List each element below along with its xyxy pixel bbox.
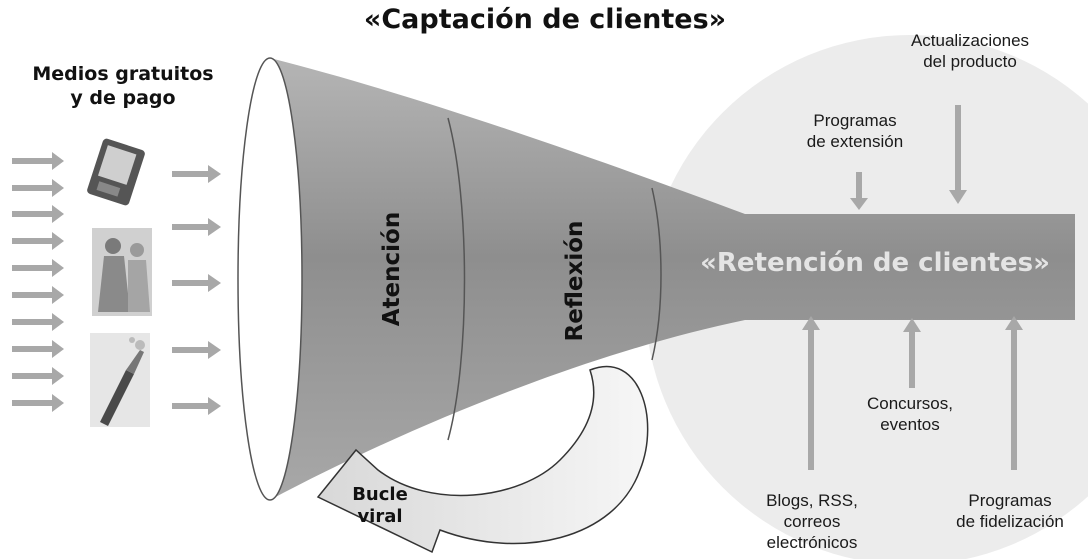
viral-loop-arrow xyxy=(316,365,649,554)
media-title-line2: y de pago xyxy=(70,87,176,109)
tablet-device-icon xyxy=(87,138,152,210)
loyalty-programs-line2: de fidelización xyxy=(956,512,1064,531)
diagram-title: «Captación de clientes» xyxy=(363,4,727,35)
funnel-body xyxy=(270,58,1075,500)
extension-programs-line1: Programas xyxy=(813,111,897,130)
viral-loop-line2: viral xyxy=(357,506,403,527)
product-updates-label: Actualizaciones del producto xyxy=(880,30,1060,72)
top-input-arrows xyxy=(850,105,967,210)
funnel-mouth xyxy=(237,57,303,501)
people-photo-icon xyxy=(92,228,152,316)
stage-divider-1 xyxy=(447,117,466,441)
blogs-rss-label: Blogs, RSS, correos electrónicos xyxy=(752,490,872,553)
blogs-rss-line1: Blogs, RSS, xyxy=(766,491,858,510)
media-title: Medios gratuitos y de pago xyxy=(18,62,228,110)
contests-events-label: Concursos, eventos xyxy=(830,393,990,435)
media-title-line1: Medios gratuitos xyxy=(32,63,214,85)
media-output-arrows xyxy=(172,165,221,415)
retention-label: «Retención de clientes» xyxy=(700,248,1050,278)
champagne-photo-icon xyxy=(90,333,150,427)
stage-divider-2 xyxy=(651,187,662,361)
extension-programs-line2: de extensión xyxy=(806,132,904,151)
contests-events-line2: eventos xyxy=(880,415,940,434)
loyalty-programs-line1: Programas xyxy=(968,491,1052,510)
contests-events-line1: Concursos, xyxy=(867,394,953,413)
product-updates-line2: del producto xyxy=(923,52,1017,71)
product-updates-line1: Actualizaciones xyxy=(910,31,1030,50)
media-input-arrows xyxy=(12,152,64,412)
loyalty-programs-label: Programas de fidelización xyxy=(935,490,1085,532)
stage-reflexion-label: Reflexión xyxy=(562,220,588,342)
stage-atencion-label: Atención xyxy=(379,211,405,327)
extension-programs-label: Programas de extensión xyxy=(770,110,940,152)
bottom-input-arrows xyxy=(802,316,1023,470)
viral-loop-line1: Bucle xyxy=(352,484,408,505)
blogs-rss-line3: electrónicos xyxy=(766,533,858,552)
viral-loop-label: Bucle viral xyxy=(340,484,420,528)
blogs-rss-line2: correos xyxy=(783,512,841,531)
